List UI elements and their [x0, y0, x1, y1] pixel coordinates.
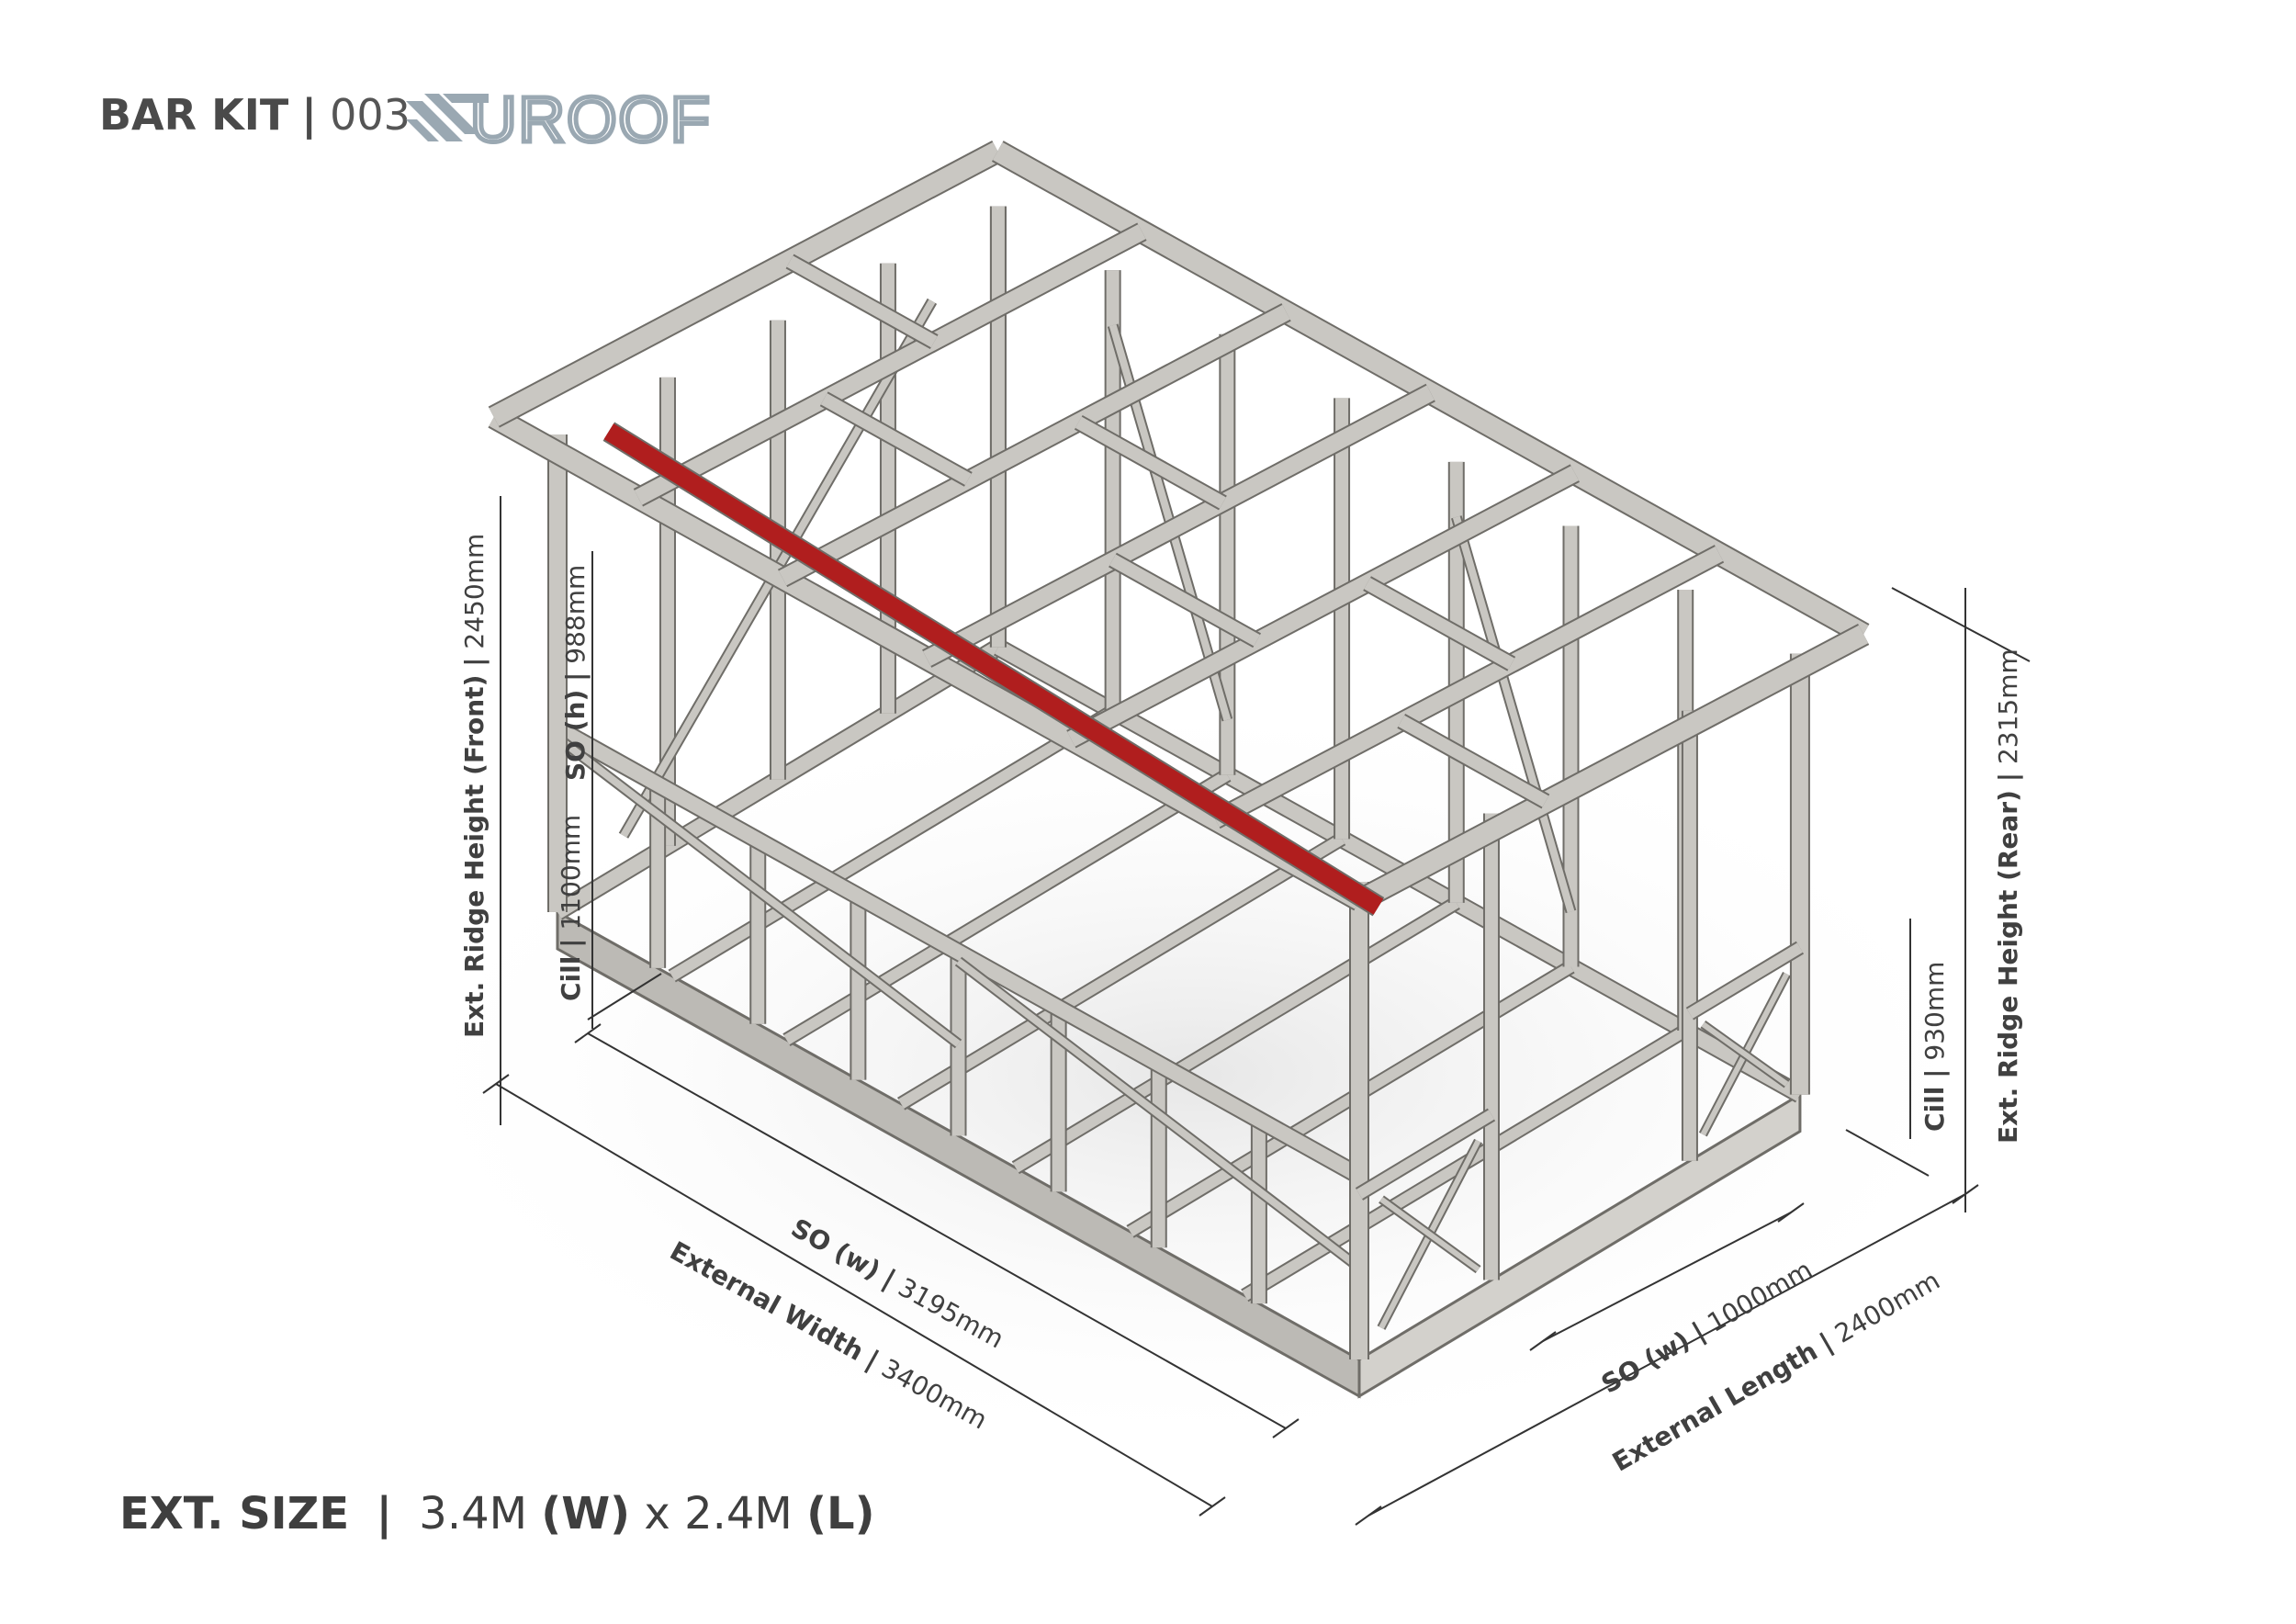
- dim-cill-rear-label: Cill: [1919, 1086, 1950, 1132]
- dim-tick: [1355, 1506, 1382, 1526]
- front-brace-face: [956, 958, 1362, 1271]
- roof-noggin-face: [1075, 416, 1226, 509]
- dim-line-so-w-side: [1542, 1212, 1792, 1342]
- rear-brace-face: [1452, 515, 1575, 913]
- dim-leader: [1891, 587, 2031, 662]
- logo-text: UROOF: [470, 92, 712, 147]
- front-cill-face: [554, 722, 1363, 1182]
- right-brace-face: [1701, 1021, 1789, 1087]
- dim-tick: [1199, 1496, 1226, 1517]
- dim-ext-ridge-rear-label: Ext. Ridge Height (Rear): [1993, 790, 2023, 1144]
- ext-size-separator: |: [376, 1488, 393, 1539]
- kit-title: BAR KIT | 003: [99, 90, 411, 140]
- roof-rafter-face: [923, 385, 1435, 667]
- roof-noggin-face: [1364, 578, 1515, 670]
- dim-tick: [482, 1074, 510, 1094]
- ext-size-times: x: [644, 1488, 670, 1539]
- dim-so-h-label: SO (h): [560, 689, 591, 781]
- dim-ext-ridge-rear-value: 2315mm: [1993, 648, 2023, 765]
- ext-size-length: 2.4M: [684, 1488, 793, 1539]
- dim-leader: [1845, 1129, 1930, 1177]
- ext-size-width-unit: (W): [541, 1488, 631, 1539]
- ext-size-summary: EXT. SIZE | 3.4M (W) x 2.4M (L): [119, 1488, 875, 1539]
- front-brace-face: [555, 734, 961, 1047]
- right-rail-face: [1356, 1110, 1495, 1200]
- kit-number: 003: [330, 90, 411, 140]
- roof-rafter-face: [634, 224, 1146, 505]
- dim-line-external-length: [1367, 1193, 1966, 1517]
- roof-edge-left-face: [489, 141, 1003, 426]
- dim-tick: [1272, 1418, 1300, 1438]
- floor-joist-face: [1012, 897, 1459, 1173]
- dim-so-h: SO (h) | 988mm: [560, 565, 591, 781]
- dim-so-h-value: 988mm: [560, 564, 591, 664]
- right-brace-face: [1379, 1197, 1480, 1272]
- red-beam-face: [603, 423, 1384, 915]
- ext-size-label: EXT. SIZE: [119, 1488, 350, 1539]
- dim-leader: [587, 973, 662, 1021]
- dim-line-so-w-front: [587, 1032, 1287, 1429]
- dim-cill-rear: Cill | 930mm: [1919, 962, 1950, 1132]
- dim-cill-front-sep: |: [556, 938, 586, 948]
- ext-size-width: 3.4M: [419, 1488, 528, 1539]
- dim-tick: [1529, 1331, 1557, 1351]
- dim-ext-ridge-front: Ext. Ridge Height (Front) | 2450mm: [459, 534, 490, 1038]
- roof-noggin-face: [1109, 554, 1261, 647]
- logo-mark-icon: [406, 94, 489, 141]
- dim-ext-ridge-rear-sep: |: [1993, 772, 2023, 783]
- roof-noggin-face: [786, 255, 938, 348]
- dim-tick: [574, 1023, 602, 1043]
- dim-cill-front-label: Cill: [556, 955, 586, 1001]
- kit-label: BAR KIT: [99, 90, 289, 140]
- dim-tick: [1777, 1202, 1805, 1223]
- roof-rafter-face: [1067, 466, 1580, 747]
- dim-cill-front-value: 1100mm: [556, 814, 586, 930]
- dim-ext-ridge-front-label: Ext. Ridge Height (Front): [459, 674, 490, 1038]
- dim-ext-ridge-front-value: 2450mm: [459, 533, 490, 649]
- dim-ext-ridge-rear: Ext. Ridge Height (Rear) | 2315mm: [1993, 648, 2023, 1144]
- roof-rafter-face: [1211, 546, 1724, 828]
- uroof-logo: UROOF: [406, 82, 792, 158]
- kit-separator: |: [301, 90, 318, 140]
- floor-joist-face: [669, 706, 1116, 981]
- dim-cill-front: Cill | 1100mm: [556, 815, 586, 1001]
- dim-line-external-width: [495, 1083, 1213, 1507]
- right-rail-face: [1686, 942, 1804, 1019]
- dim-cill-rear-value: 930mm: [1919, 961, 1950, 1061]
- roof-noggin-face: [820, 393, 972, 486]
- roof-edge-right-face: [1355, 625, 1869, 909]
- ext-size-length-unit: (L): [806, 1488, 875, 1539]
- roof-rafter-face: [778, 304, 1290, 586]
- floor-joist-face: [898, 834, 1345, 1109]
- dim-ext-ridge-front-sep: |: [459, 657, 490, 667]
- dim-so-h-sep: |: [560, 671, 591, 682]
- dim-cill-rear-sep: |: [1919, 1068, 1950, 1078]
- roof-noggin-face: [1398, 715, 1549, 807]
